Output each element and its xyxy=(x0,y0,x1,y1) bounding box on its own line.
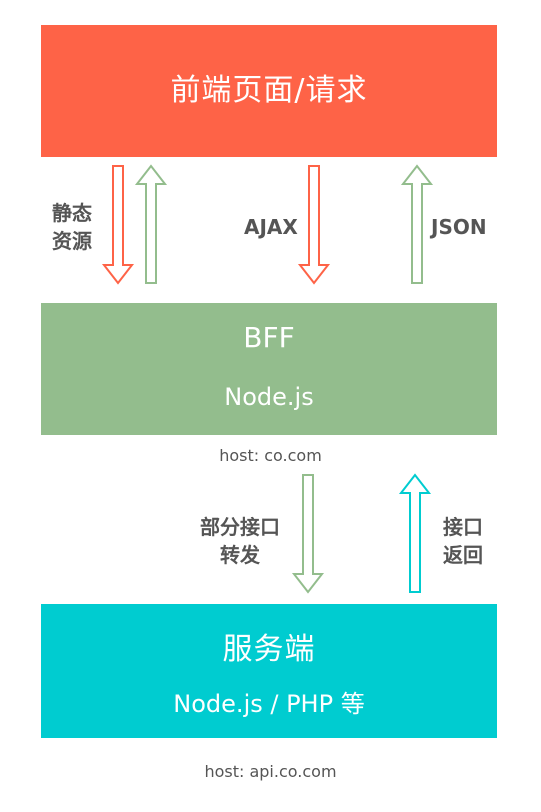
api-return-label-line-1: 接口 xyxy=(443,515,483,539)
partial-forward-label-line-2: 转发 xyxy=(220,543,260,567)
static-resources-label-line-2: 资源 xyxy=(52,229,92,253)
bff-title: BFF xyxy=(243,321,295,354)
static-resources-label-line-1: 静态 xyxy=(52,201,92,225)
json-up-arrow xyxy=(400,164,434,284)
frontend-page-block: 前端页面/请求 xyxy=(41,25,497,157)
partial-forward-label: 部分接口 转发 xyxy=(200,513,280,569)
json-label: JSON xyxy=(431,215,487,239)
static-resources-up-arrow xyxy=(134,164,168,284)
server-host-label: host: api.co.com xyxy=(204,762,337,781)
server-subtitle: Node.js / PHP 等 xyxy=(173,690,365,718)
partial-forward-label-line-1: 部分接口 xyxy=(200,515,280,539)
static-resources-down-arrow xyxy=(101,165,135,285)
bff-subtitle: Node.js xyxy=(224,383,314,411)
api-return-label: 接口 返回 xyxy=(443,513,483,569)
bff-host-label: host: co.com xyxy=(219,446,322,465)
server-title: 服务端 xyxy=(222,632,316,667)
partial-forward-down-arrow xyxy=(291,474,325,594)
bff-block: BFF Node.js xyxy=(41,303,497,435)
api-return-label-line-2: 返回 xyxy=(443,543,483,567)
server-block: 服务端 Node.js / PHP 等 xyxy=(41,604,497,738)
ajax-down-arrow xyxy=(297,165,331,285)
api-return-up-arrow xyxy=(398,473,432,593)
frontend-title: 前端页面/请求 xyxy=(170,73,368,108)
ajax-label: AJAX xyxy=(244,215,298,239)
static-resources-label: 静态 资源 xyxy=(52,199,92,255)
